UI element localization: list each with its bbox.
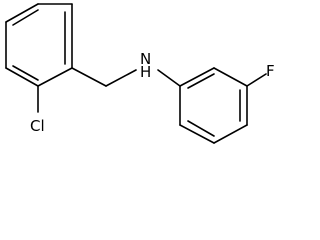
chlorine-label: Cl <box>30 117 45 135</box>
ring-double-bond <box>187 73 215 89</box>
ring-double-bond <box>12 9 39 26</box>
fluorine-label: F <box>266 62 275 80</box>
c-f-bond <box>246 73 267 87</box>
ring-bond <box>37 67 73 87</box>
ring-double-bond <box>187 120 215 137</box>
chlorophenyl-ring <box>5 3 73 87</box>
ch2-n-bond <box>105 69 137 87</box>
amine-hydrogen-label: H <box>140 63 151 81</box>
amine-nitrogen-label: N <box>140 50 151 68</box>
ring-bond <box>179 124 215 144</box>
ring-double-bond <box>12 65 39 81</box>
ring-bond <box>5 3 39 23</box>
ring-bond <box>5 67 39 87</box>
benzyl-bond <box>71 67 107 87</box>
ring-bond <box>213 124 248 144</box>
fluorophenyl-ring <box>179 67 248 144</box>
n-aryl-bond <box>157 69 181 87</box>
ring-bond <box>213 67 248 87</box>
ring-bond <box>179 67 215 87</box>
chemical-structure: Cl N H F <box>5 3 275 144</box>
